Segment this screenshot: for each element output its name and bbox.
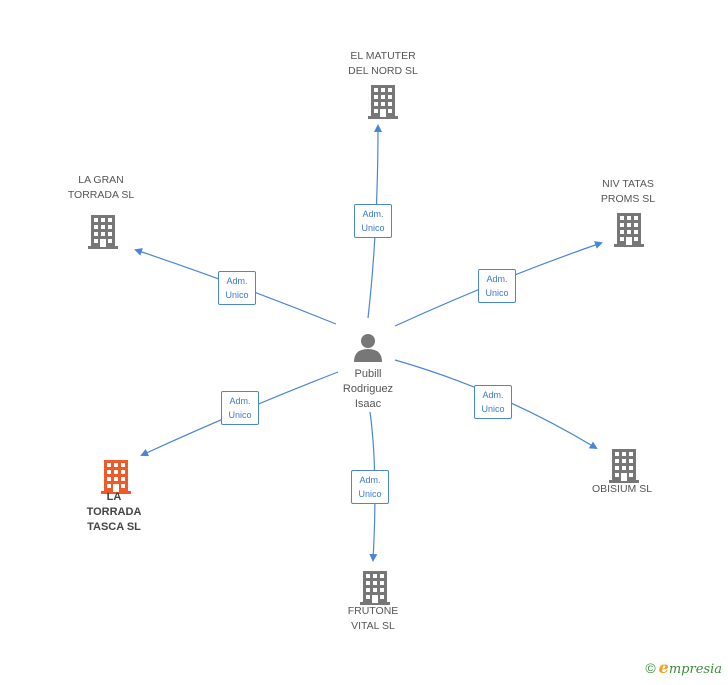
company-label-frutone-vital[interactable]: FRUTONE VITAL SL [313,604,433,634]
person-name-line: Isaac [354,398,382,410]
person-icon[interactable] [354,334,382,362]
copyright-symbol: © [645,659,656,676]
relation-text: Unico [228,410,252,420]
relation-badge-la-torrada-tasca: Adm. Unico [221,391,259,425]
relation-text: Adm. [229,396,251,406]
company-label-la-gran-torrada[interactable]: LA GRAN TORRADA SL [41,173,161,203]
relation-text: Adm. [226,276,248,286]
company-label-line: FRUTONE [347,605,399,617]
relation-badge-obisium: Adm. Unico [474,385,512,419]
company-label-line: DEL NORD SL [348,65,418,77]
relation-text: Adm. [486,274,508,284]
empresia-logo: empresia [658,658,722,677]
relation-text: Adm. [482,390,504,400]
relation-text: Unico [225,290,249,300]
relation-text: Unico [361,223,385,233]
company-label-line: EL MATUTER [350,50,416,62]
company-label-line: TASCA SL [87,521,141,533]
building-icon-el-matuter[interactable] [368,85,398,119]
company-label-line: TORRADA [86,506,142,518]
relation-text: Unico [485,288,509,298]
company-label-line: LA GRAN [78,174,124,186]
relation-text: Unico [481,404,505,414]
company-label-obisium[interactable]: OBISIUM SL [562,482,682,497]
relation-badge-frutone-vital: Adm. Unico [351,470,389,504]
relation-badge-el-matuter: Adm. Unico [354,204,392,238]
relation-text: Adm. [359,475,381,485]
building-icon-frutone-vital[interactable] [360,571,390,605]
building-icon-la-gran-torrada[interactable] [88,215,118,249]
relation-text: Unico [358,489,382,499]
company-label-line: NIV TATAS [602,178,654,190]
company-label-line: PROMS SL [600,193,656,205]
company-label-el-matuter[interactable]: EL MATUTER DEL NORD SL [323,49,443,79]
relation-badge-la-gran-torrada: Adm. Unico [218,271,256,305]
company-label-line: OBISIUM SL [591,483,653,495]
company-label-line: VITAL SL [351,620,395,632]
company-label-la-torrada-tasca[interactable]: LA TORRADA TASCA SL [54,490,174,535]
building-icon-niv-tatas[interactable] [614,213,644,247]
relation-badge-niv-tatas: Adm. Unico [478,269,516,303]
person-name-line: Rodriguez [342,383,394,395]
company-label-niv-tatas[interactable]: NIV TATAS PROMS SL [568,177,688,207]
relation-text: Adm. [362,209,384,219]
company-label-line: TORRADA SL [67,189,135,201]
building-icon-la-torrada-tasca[interactable] [101,460,131,494]
person-name-line: Pubill [354,368,382,380]
building-icon-obisium[interactable] [609,449,639,483]
company-label-line: LA [106,491,122,503]
footer-brand: © empresia [645,658,722,677]
